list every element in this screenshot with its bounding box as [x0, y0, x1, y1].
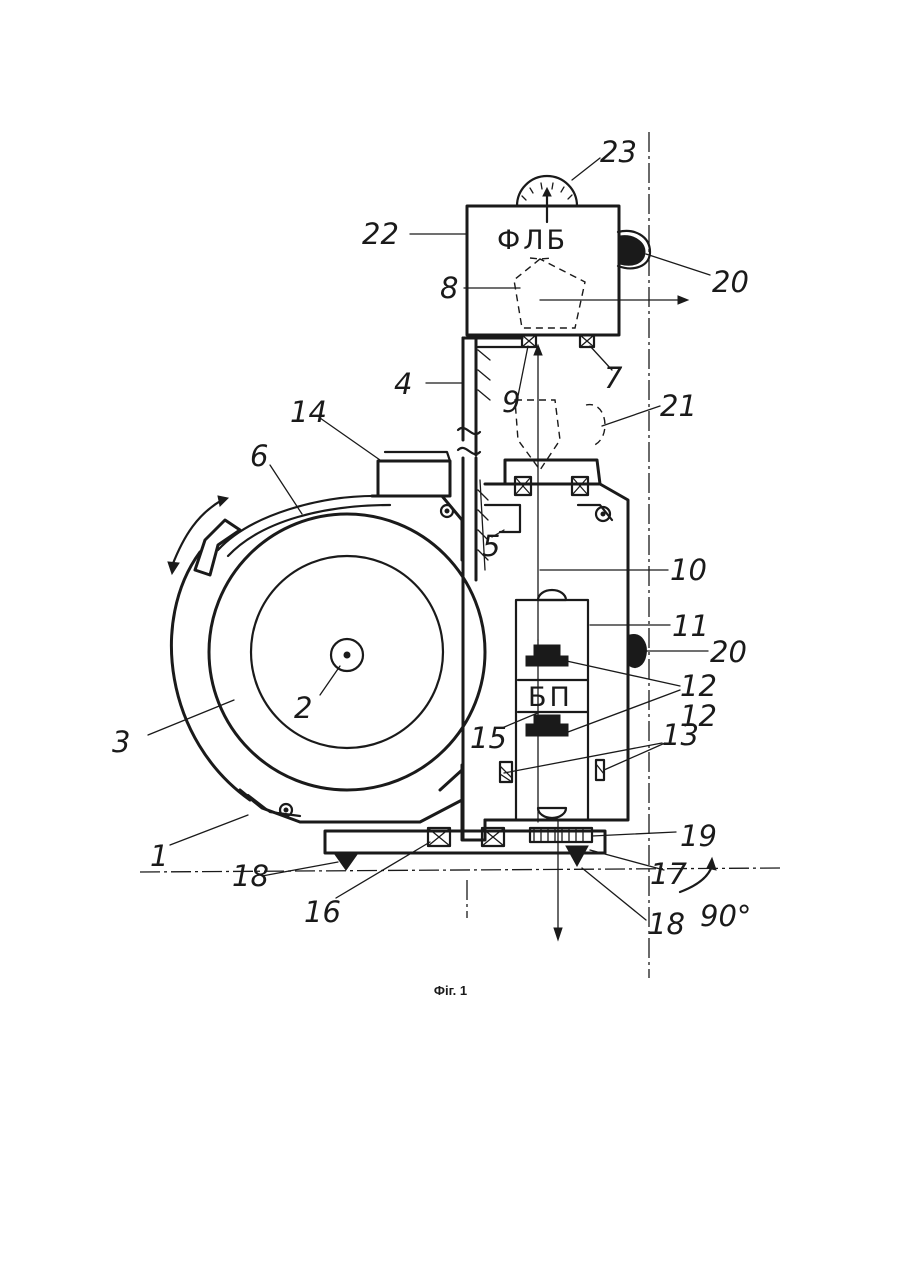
element-13-right-hatch — [596, 764, 604, 774]
output-beam-arrow — [678, 296, 688, 304]
label-4: 4 — [394, 367, 412, 401]
down-beam-arrow — [554, 928, 562, 940]
foot-18-right — [566, 846, 588, 866]
label-8: 8 — [440, 271, 458, 305]
emitter-12-upper — [526, 645, 568, 666]
leader-18-right — [582, 868, 646, 920]
angle-arc-arrow — [707, 858, 716, 870]
emitter-12-lower — [526, 715, 568, 736]
lens-top — [538, 590, 566, 600]
label-19: 19 — [680, 819, 717, 853]
label-9: 9 — [502, 385, 520, 419]
screw-clip-center — [445, 509, 449, 513]
label-12: 12 — [680, 669, 717, 703]
leader-13-right — [604, 743, 665, 770]
label-2: 2 — [294, 691, 312, 725]
clip-14 — [378, 461, 450, 496]
label-15: 15 — [470, 721, 507, 755]
leader-23 — [572, 158, 600, 180]
rotation-arrow-bottom — [168, 562, 179, 574]
label-7: 7 — [604, 361, 623, 395]
bearing-housing-right-x — [572, 477, 588, 495]
arc-6-inner — [228, 505, 390, 556]
screw-housing-center — [601, 512, 605, 516]
knob-lower — [630, 635, 646, 668]
column-lower — [463, 458, 476, 840]
figure-caption: Фіг. 1 — [0, 983, 901, 998]
column-hatch — [478, 350, 490, 400]
label-13: 13 — [662, 718, 699, 752]
lens-bottom — [538, 808, 566, 818]
leader-20-upper — [646, 254, 710, 275]
label-18-right: 18 — [648, 907, 685, 941]
bearing-housing-left-x — [515, 477, 531, 495]
bearing-cross-left — [522, 335, 536, 347]
screw-clamp-center — [284, 808, 288, 812]
label-17: 17 — [650, 857, 687, 891]
label-14: 14 — [290, 395, 327, 429]
leader-16 — [336, 842, 430, 898]
label-22: 22 — [362, 217, 399, 251]
label-20-upper: 20 — [712, 265, 749, 299]
leader-6 — [270, 465, 302, 514]
rotation-arrow-top — [218, 496, 228, 506]
label-23: 23 — [600, 135, 637, 169]
latch — [195, 520, 240, 575]
leader-1 — [170, 815, 248, 845]
label-6: 6 — [250, 439, 268, 473]
angle-label: 90° — [700, 899, 751, 933]
prism-top — [530, 258, 553, 259]
bracket-5 — [485, 505, 520, 532]
knob-upper-fill — [620, 236, 645, 266]
label-18-left: 18 — [232, 859, 269, 893]
upper-block-text: ФЛБ — [497, 225, 568, 256]
column-4 — [463, 338, 476, 455]
leader-21 — [602, 406, 660, 426]
leader-14 — [320, 418, 380, 460]
leader-13-left — [504, 743, 662, 773]
hub-2-center — [344, 652, 350, 658]
element-13-left-hatch — [500, 766, 512, 782]
clamp-1 — [240, 770, 462, 822]
leader-12-upper — [562, 660, 680, 686]
label-5: 5 — [482, 529, 500, 563]
dial-arrow-head — [543, 188, 551, 196]
lower-block-text: БП — [528, 682, 573, 713]
prism-8 — [514, 259, 585, 328]
leader-2 — [320, 666, 340, 695]
label-21: 21 — [660, 389, 697, 423]
label-10: 10 — [670, 553, 707, 587]
label-1: 1 — [150, 839, 168, 873]
leader-18-left — [262, 862, 338, 876]
label-16: 16 — [304, 895, 341, 929]
label-20-lower: 20 — [710, 635, 747, 669]
label-3: 3 — [112, 725, 130, 759]
label-11: 11 — [672, 609, 709, 643]
bearing-cross-right — [580, 335, 594, 347]
